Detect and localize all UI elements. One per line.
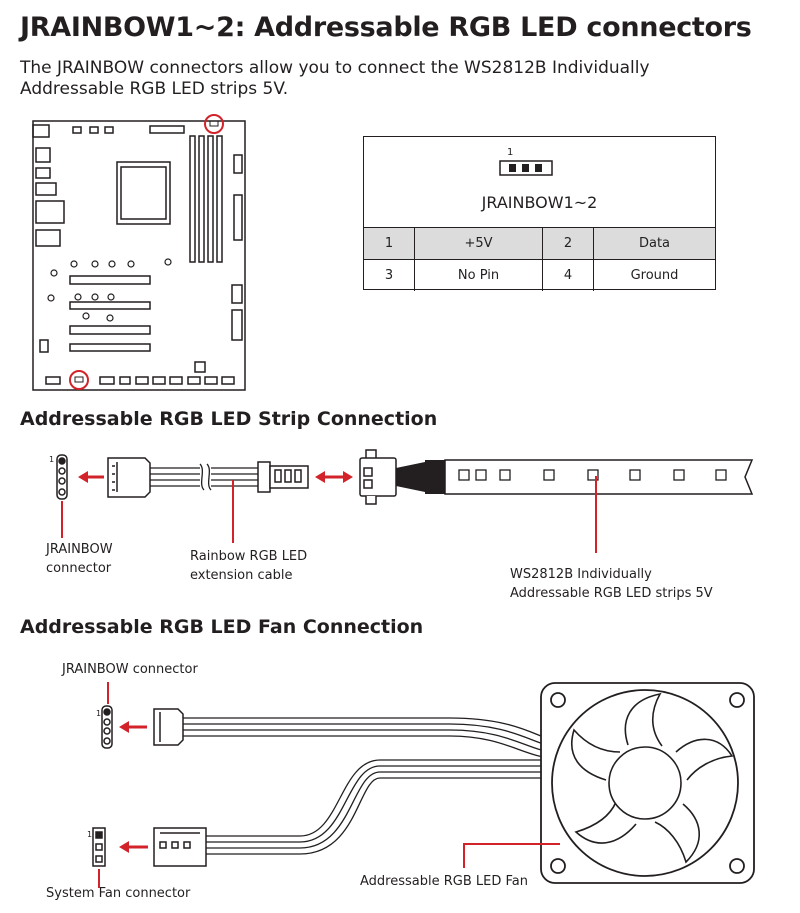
pinout-row: 1 +5V 2 Data [364, 227, 715, 260]
label-line: WS2812B Individually [510, 567, 652, 582]
pin-number: 2 [542, 227, 594, 260]
pin-signal: Data [593, 227, 715, 260]
connector-name: JRAINBOW1~2 [481, 193, 598, 212]
pin-number: 1 [364, 227, 415, 260]
fan-pin-one-a: 1 [96, 709, 102, 718]
strip-section-heading: Addressable RGB LED Strip Connection [20, 408, 438, 430]
page-description: The JRAINBOW connectors allow you to con… [20, 58, 650, 99]
pin-signal: Ground [593, 259, 715, 291]
pinout-table: 1 JRAINBOW1~2 1 +5V 2 Data 3 No Pin 4 Gr… [363, 136, 716, 291]
pinout-row: 3 No Pin 4 Ground [364, 259, 715, 291]
fan-section-heading: Addressable RGB LED Fan Connection [20, 616, 424, 638]
connector-header-icon [499, 160, 553, 176]
pin-number: 4 [542, 259, 594, 291]
label-line: Addressable RGB LED strips 5V [510, 586, 713, 601]
pin-one-marker: 1 [507, 147, 514, 158]
system-fan-label: System Fan connector [46, 886, 191, 901]
led-strip-label: WS2812B Individually Addressable RGB LED… [510, 565, 713, 603]
label-line: JRAINBOW [46, 542, 113, 557]
pin-number: 3 [364, 259, 415, 291]
extension-cable-label: Rainbow RGB LED extension cable [190, 547, 307, 585]
label-line: extension cable [190, 568, 293, 583]
strip-pin-one: 1 [49, 455, 55, 464]
pin-signal: +5V [414, 227, 543, 260]
pin-signal: No Pin [414, 259, 543, 291]
fan-jrainbow-label: JRAINBOW connector [62, 662, 198, 677]
label-line: connector [46, 561, 112, 576]
page-title: JRAINBOW1~2: Addressable RGB LED connect… [20, 12, 752, 43]
pinout-grid: 1 +5V 2 Data 3 No Pin 4 Ground [364, 227, 715, 291]
rgb-fan-label: Addressable RGB LED Fan [360, 874, 528, 889]
label-line: Rainbow RGB LED [190, 549, 308, 564]
strip-jrainbow-label: JRAINBOW connector [46, 540, 113, 578]
fan-pin-one-b: 1 [87, 830, 93, 839]
